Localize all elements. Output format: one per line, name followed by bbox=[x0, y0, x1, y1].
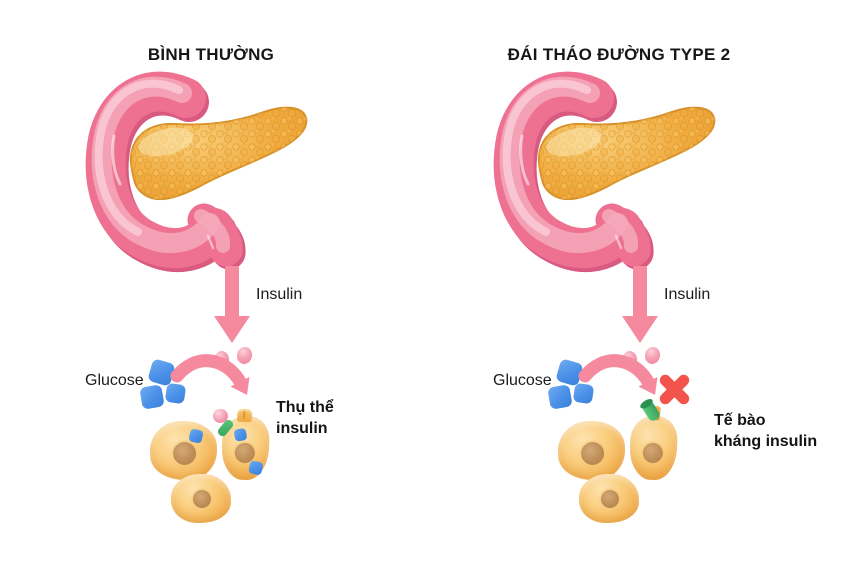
pancreas-duodenum-icon bbox=[85, 71, 308, 273]
glucose-cube-icon bbox=[233, 427, 248, 442]
panel-title: ĐÁI THÁO ĐƯỜNG TYPE 2 bbox=[507, 45, 731, 64]
insulin-label: Insulin bbox=[664, 286, 711, 303]
cell-nucleus-icon bbox=[601, 490, 619, 508]
glucose-cube-icon bbox=[547, 384, 573, 410]
glucose-uptake-arrow-icon bbox=[170, 350, 263, 412]
annotation-line: kháng insulin bbox=[714, 433, 818, 450]
body-cell bbox=[148, 419, 219, 482]
insulin-molecule-icon bbox=[213, 409, 228, 423]
cell-nucleus-icon bbox=[642, 442, 664, 464]
body-cell bbox=[556, 419, 627, 482]
body-cell bbox=[579, 474, 639, 523]
blocked-x-icon bbox=[656, 371, 693, 408]
glucose-cube-icon bbox=[188, 428, 204, 444]
insulin-release-arrow-icon bbox=[620, 266, 660, 344]
glucose-label: Glucose bbox=[85, 372, 144, 389]
glucose-uptake-arrow-icon bbox=[578, 350, 671, 412]
resistant-cell-annotation: Tế bào kháng insulin bbox=[714, 410, 817, 452]
panel-normal: BÌNH THƯỜNG bbox=[55, 0, 415, 581]
cell-nucleus-icon bbox=[580, 441, 605, 466]
duodenum-icon bbox=[493, 71, 654, 273]
receptor-annotation: Thụ thể insulin bbox=[276, 397, 334, 439]
annotation-line: Tế bào bbox=[714, 412, 766, 429]
glucose-cube-icon bbox=[139, 384, 165, 410]
insulin-release-arrow-icon bbox=[212, 266, 252, 344]
body-cell bbox=[171, 474, 231, 523]
annotation-line: insulin bbox=[276, 420, 328, 437]
insulin-label: Insulin bbox=[256, 286, 303, 303]
pancreas-icon bbox=[129, 106, 308, 201]
pancreas-icon bbox=[537, 106, 716, 201]
annotation-line: Thụ thể bbox=[276, 399, 334, 416]
panel-title: BÌNH THƯỜNG bbox=[147, 45, 275, 64]
duodenum-icon bbox=[85, 71, 246, 273]
cell-nucleus-icon bbox=[193, 490, 211, 508]
glucose-label: Glucose bbox=[493, 372, 552, 389]
panel-type2-diabetes: ĐÁI THÁO ĐƯỜNG TYPE 2 bbox=[463, 0, 823, 581]
cell-nucleus-icon bbox=[172, 441, 197, 466]
insulin-resistant-cell bbox=[628, 405, 679, 481]
pancreas-duodenum-icon bbox=[493, 71, 716, 273]
glucose-cube-icon bbox=[248, 460, 264, 476]
receptor-channel-icon bbox=[236, 408, 253, 423]
